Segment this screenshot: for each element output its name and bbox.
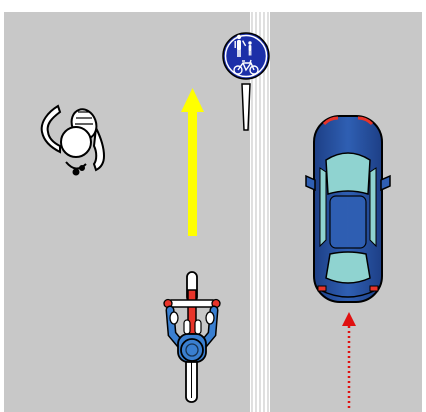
- sign-post: [242, 84, 250, 130]
- car-roof: [330, 196, 366, 248]
- rider-helmet: [181, 339, 203, 361]
- car-rear-window: [326, 252, 370, 283]
- car-windshield: [326, 153, 370, 194]
- sign-plate: [223, 33, 269, 79]
- car-top-view: [306, 116, 390, 302]
- handlebar: [168, 300, 216, 307]
